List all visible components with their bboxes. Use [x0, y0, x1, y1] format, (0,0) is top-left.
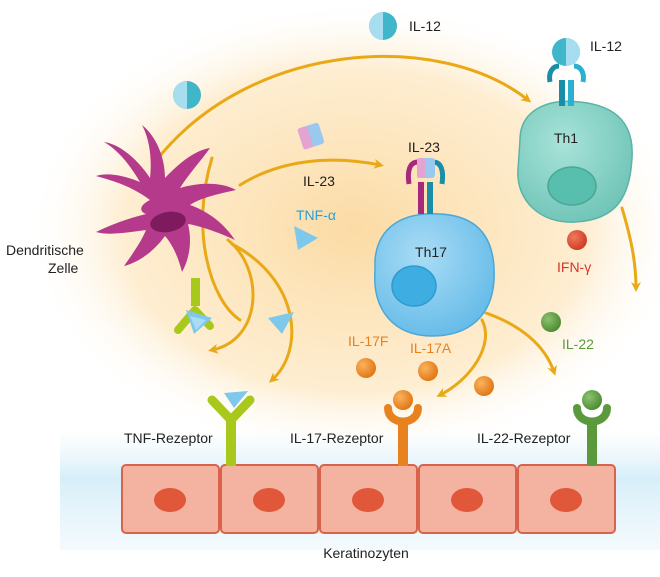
keratinocyte-cell	[220, 464, 319, 534]
arrow-il17-to-receptor	[436, 318, 488, 397]
label-il17a: IL-17A	[410, 340, 452, 356]
label-dendritic-line2: Zelle	[48, 260, 79, 276]
tnf-alpha-molecule-2	[268, 312, 294, 334]
label-tnf-alpha: TNF-α	[296, 207, 336, 223]
label-il23-arrow: IL-23	[303, 173, 335, 189]
th17-cell	[374, 158, 495, 337]
keratinocyte-cell	[418, 464, 517, 534]
arrow-th1-to-ifn	[620, 206, 641, 292]
label-dendritic-line1: Dendritische	[6, 242, 84, 258]
il23-molecule	[297, 122, 325, 150]
keratinocyte-cell	[517, 464, 616, 534]
il12-receptor	[547, 38, 586, 106]
il17a-molecule	[418, 361, 438, 381]
label-th17: Th17	[415, 244, 447, 260]
label-il23-receptor: IL-23	[408, 139, 440, 155]
il17-molecule-free	[474, 376, 494, 396]
tnf-receptor	[207, 395, 255, 466]
arrow-th17-to-il22	[484, 311, 557, 376]
label-il22-receptor: IL-22-Rezeptor	[477, 430, 571, 446]
ifn-gamma-molecule	[567, 230, 587, 250]
label-ifn-gamma: IFN-γ	[557, 259, 591, 275]
il12-molecule-top	[369, 12, 397, 40]
dendritic-tnf-receptor	[174, 278, 214, 334]
th1-cell	[517, 38, 633, 223]
il22-receptor	[573, 390, 611, 466]
label-keratinocytes: Keratinozyten	[323, 545, 409, 561]
keratinocyte-cell	[121, 464, 220, 534]
il12-molecule-left	[173, 81, 201, 109]
keratinocyte-cell	[319, 464, 418, 534]
il17-receptor	[384, 390, 422, 466]
label-il12-top: IL-12	[409, 18, 441, 34]
label-il12-receptor: IL-12	[590, 38, 622, 54]
label-il17f: IL-17F	[348, 333, 388, 349]
label-il17-receptor: IL-17-Rezeptor	[290, 430, 384, 446]
label-il22: IL-22	[562, 336, 594, 352]
il22-molecule	[541, 312, 561, 332]
tnf-alpha-molecule	[294, 226, 318, 250]
label-th1: Th1	[554, 130, 578, 146]
il17f-molecule	[356, 358, 376, 378]
label-tnf-receptor: TNF-Rezeptor	[124, 430, 213, 446]
arrow-il23-to-th17	[238, 158, 384, 187]
keratinocyte-row	[121, 464, 616, 534]
arrow-il12-to-th1	[153, 54, 532, 164]
arrow-tnf-loop	[208, 238, 255, 354]
dendritic-cell	[96, 125, 236, 334]
tnf-alpha-molecule-3	[224, 391, 248, 408]
il23-receptor	[405, 158, 446, 214]
arrow-dendritic-curve	[201, 156, 242, 322]
inflammation-glow	[25, 0, 660, 460]
